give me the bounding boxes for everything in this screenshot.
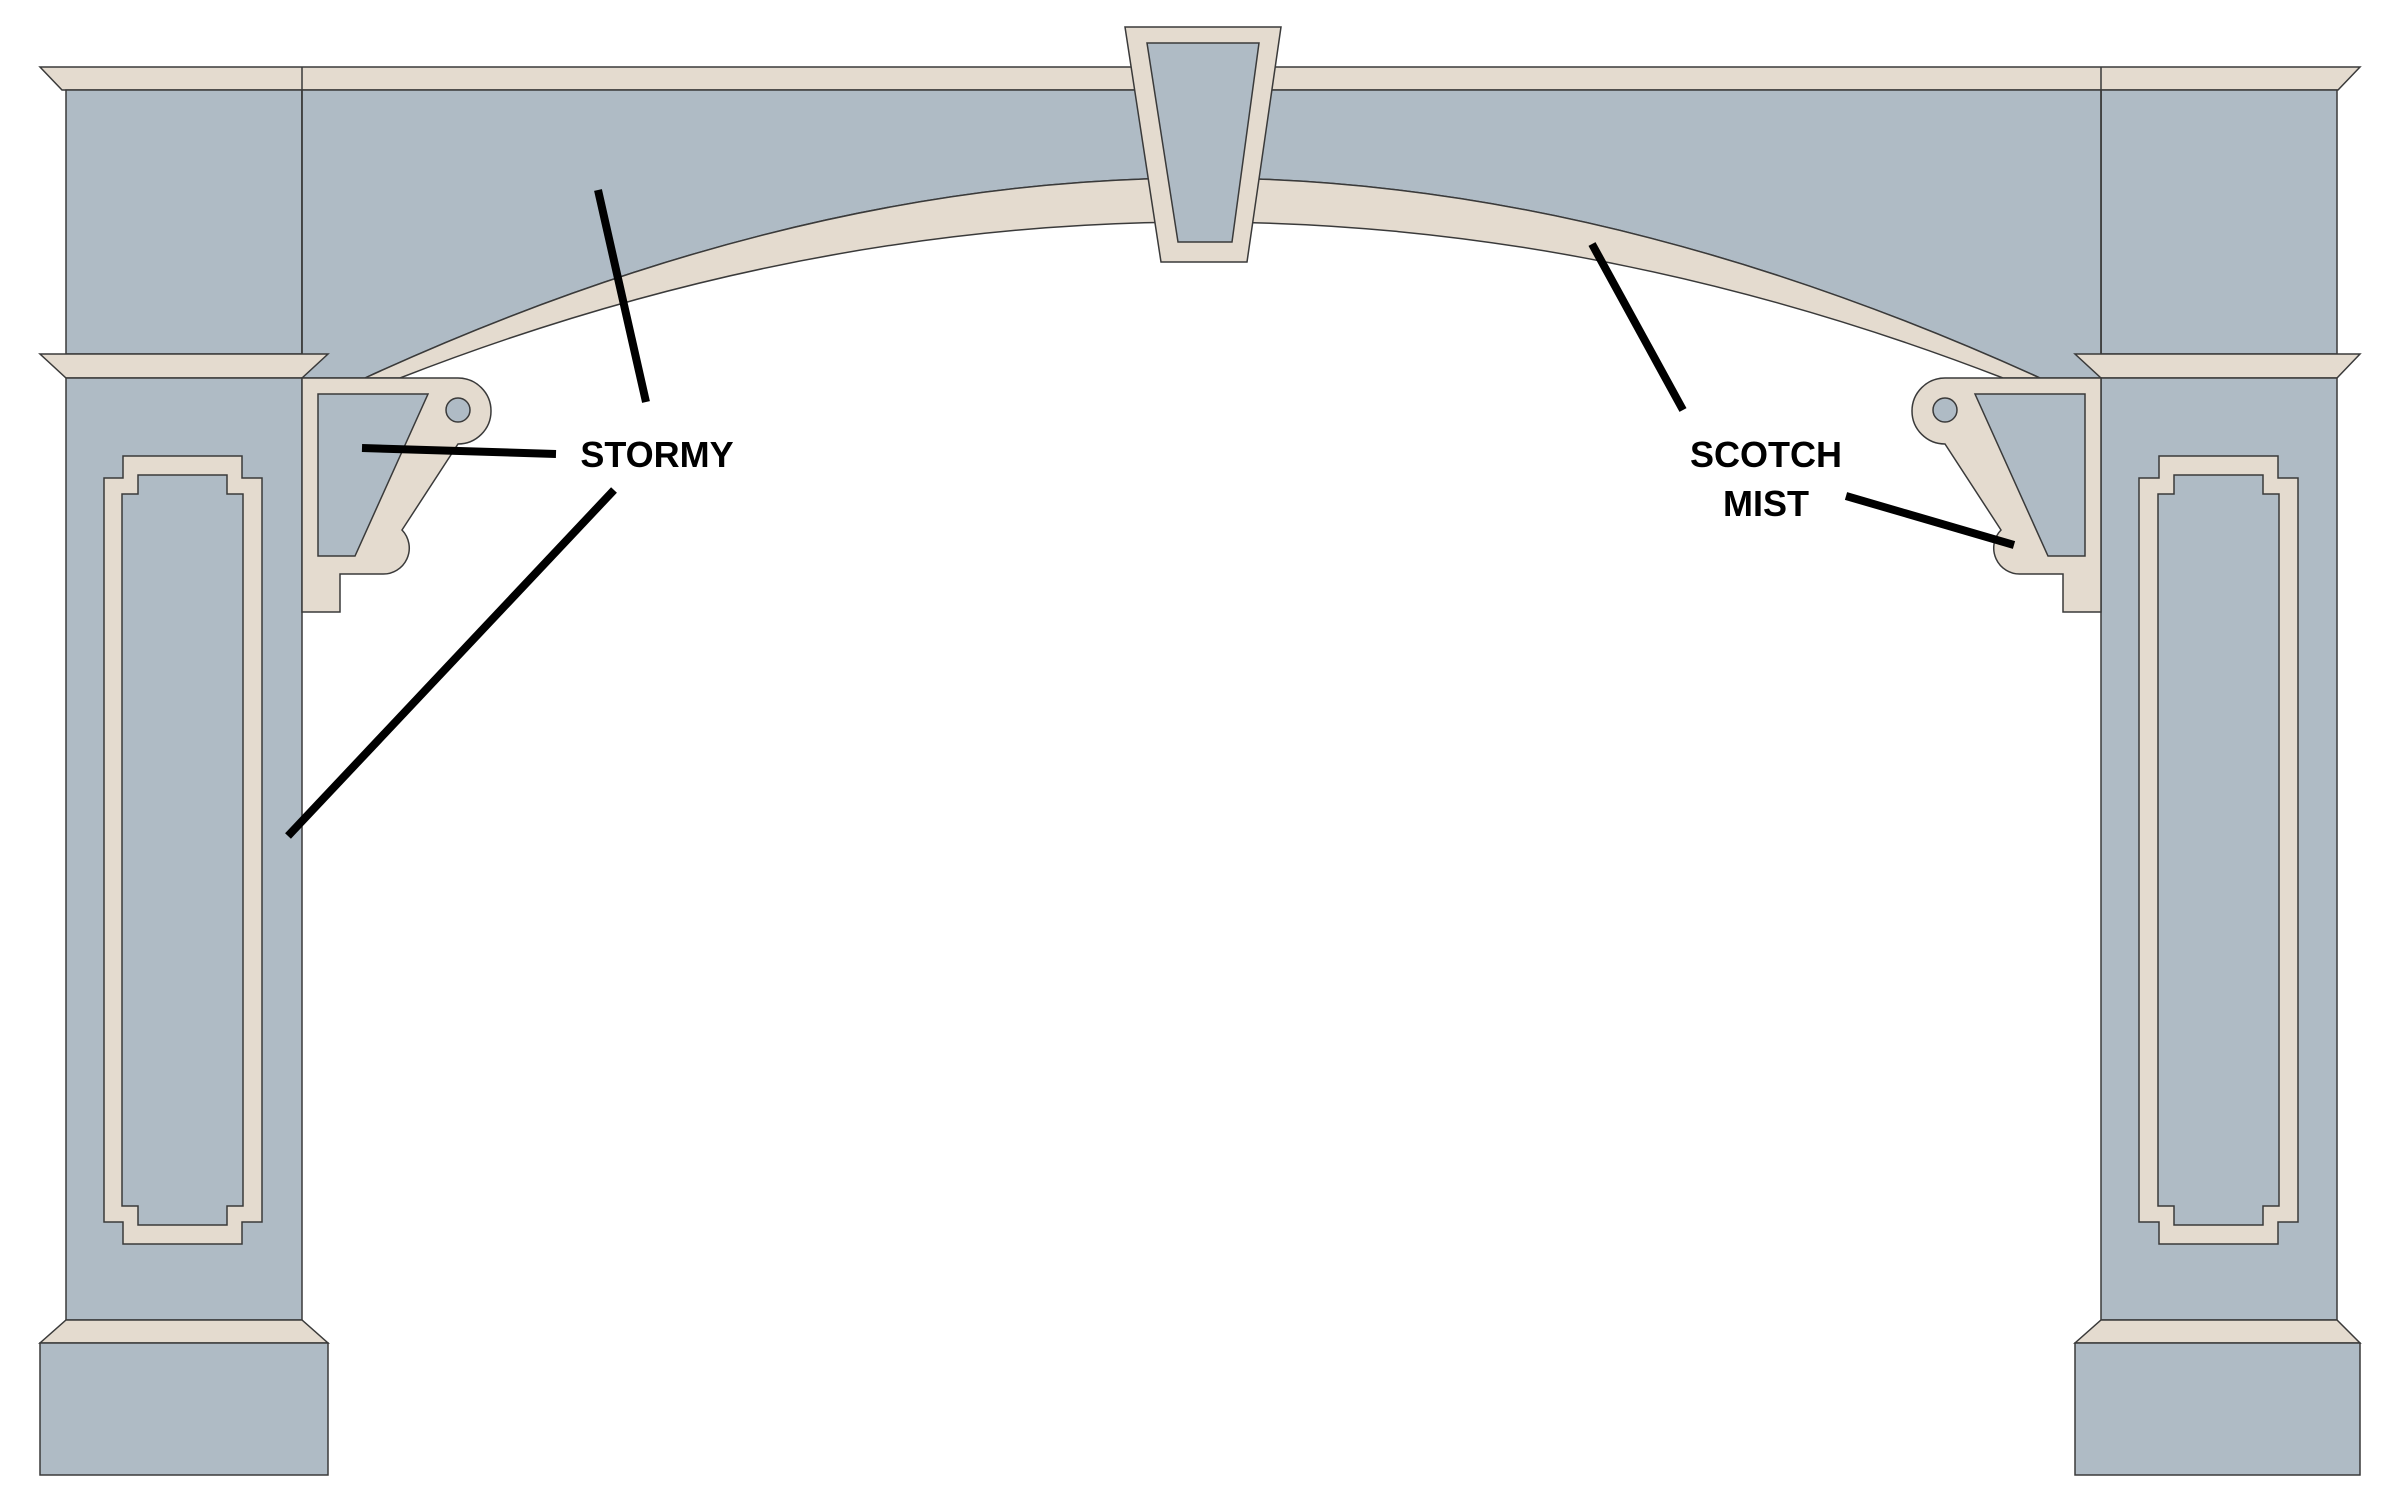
left-bracket-scroll: [445, 397, 471, 423]
stormy-label: STORMY: [580, 434, 733, 475]
right-plinth: [2074, 1342, 2361, 1476]
right-bracket-scroll: [1932, 397, 1958, 423]
right-base-cap: [2073, 1319, 2362, 1344]
entablature-left-block: [65, 89, 303, 355]
right-pillar-panel: [2157, 474, 2280, 1226]
left-bracket-inset: [317, 393, 430, 557]
right-bracket-inset: [1973, 393, 2086, 557]
scotch-mist-leader-bracket: [1844, 492, 2016, 549]
stormy-leader-bracket: [361, 444, 557, 458]
scotch-mist-label-line1: SCOTCH: [1690, 434, 1842, 475]
stormy-leader-pillar: [285, 487, 617, 839]
left-capital-cornice: [38, 353, 330, 379]
right-capital-cornice: [2073, 353, 2362, 379]
left-plinth: [39, 1342, 329, 1476]
left-pillar-panel: [121, 474, 244, 1226]
scotch-mist-label-line2: MIST: [1723, 483, 1809, 524]
stormy-leader-spandrel: [594, 189, 650, 403]
scotch-mist-leader-arch: [1588, 242, 1687, 412]
keystone-inset: [1146, 42, 1260, 243]
entablature-right-block: [2100, 89, 2338, 355]
left-base-cap: [38, 1319, 330, 1344]
